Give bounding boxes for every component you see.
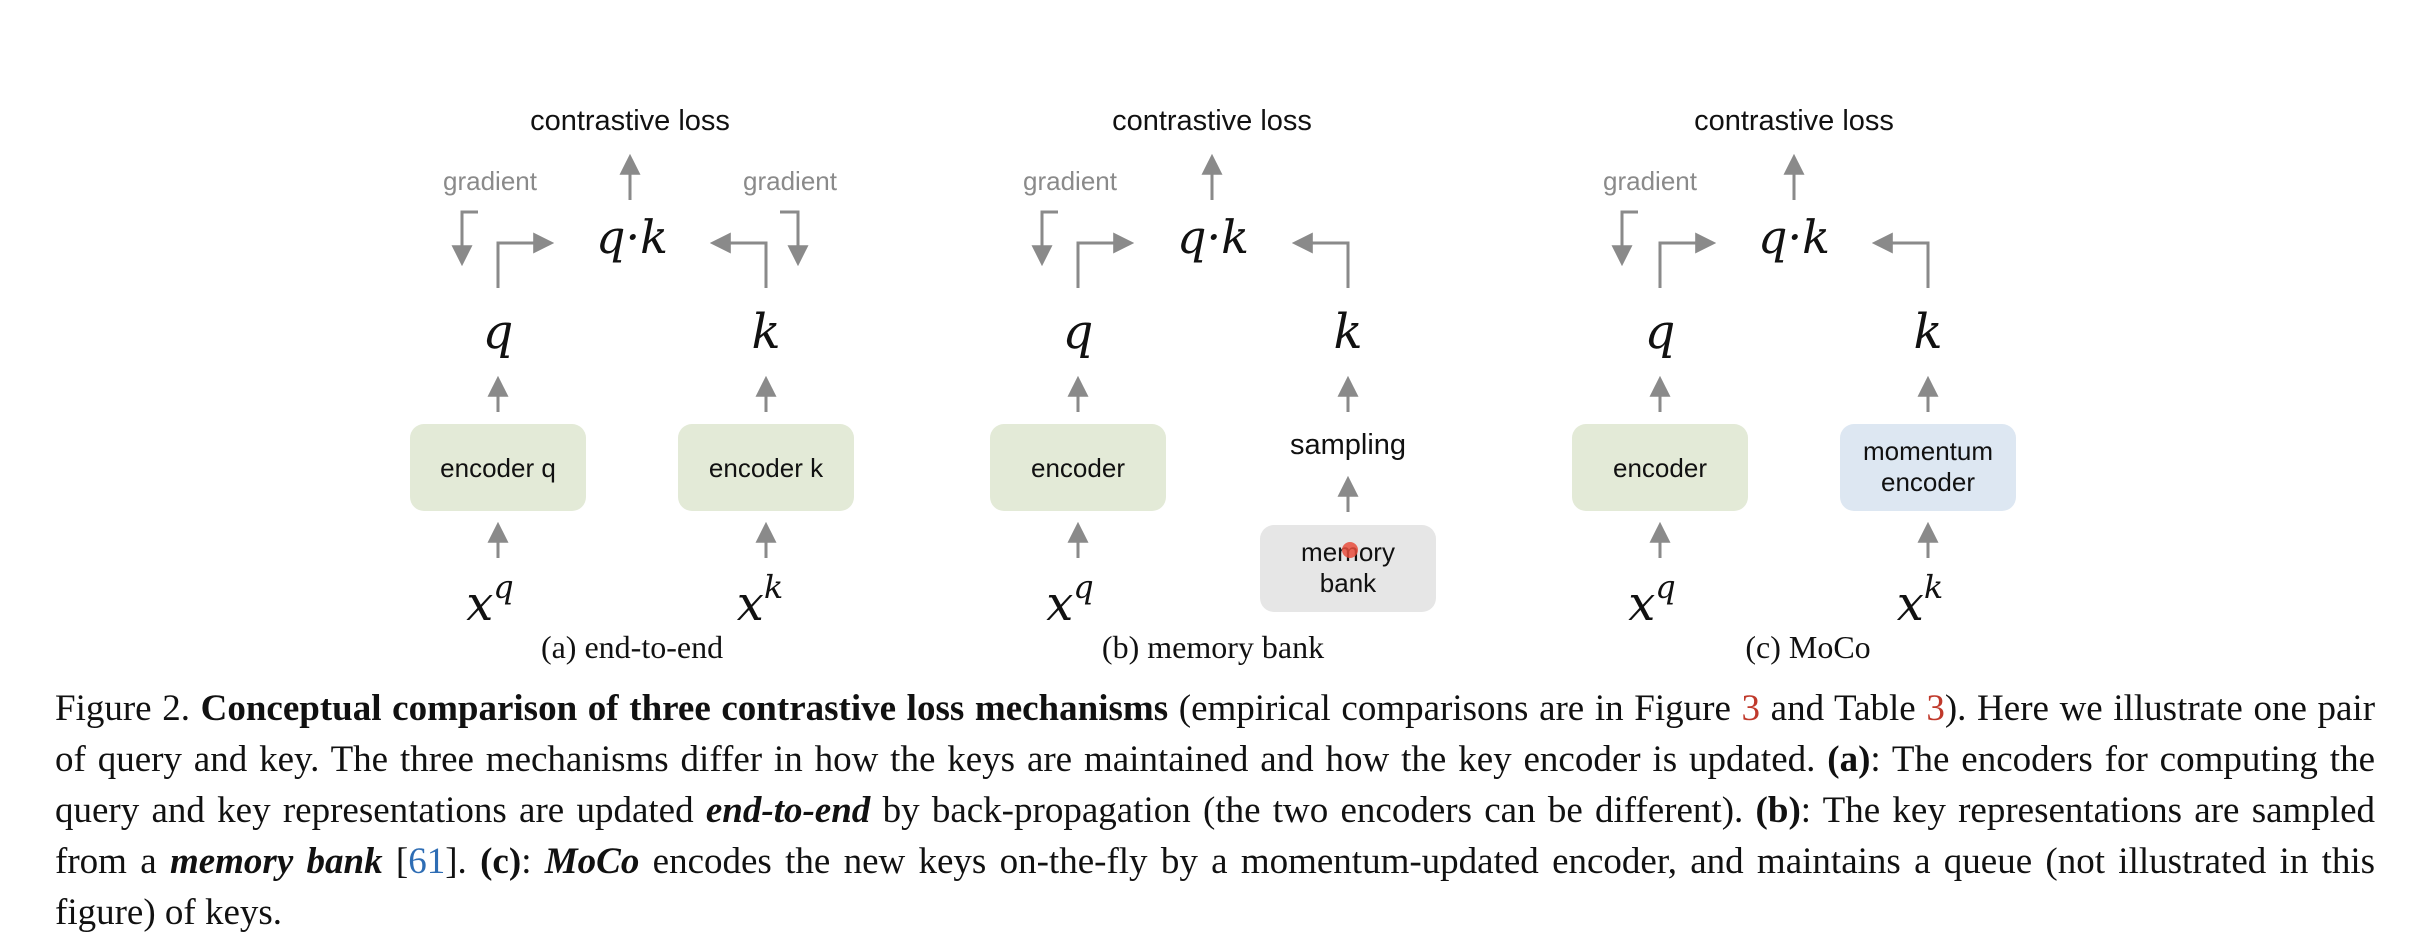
momentum-encoder-label-2: encoder [1881,467,1975,497]
contrastive-loss-label: contrastive loss [1694,105,1894,137]
panel-memory-bank: contrastive loss gradient q·k q k encode… [990,105,1436,665]
k-to-qk-arrow [709,232,768,288]
figure-caption: Figure 2. Conceptual comparison of three… [55,683,2375,938]
gradient-label-left: gradient [443,166,538,196]
caption-text: encodes the new keys on-the-fly by a mom… [55,841,2376,933]
query-symbol: q [1063,304,1094,360]
momentum-encoder-box [1840,424,2016,511]
table-reference-link[interactable]: 3 [1926,688,1945,729]
panel-caption: (c) MoCo [1745,629,1870,665]
gradient-label-left: gradient [1023,166,1118,196]
q-to-qk-arrow [1658,232,1717,288]
input-xk: xk [1897,568,1943,632]
gradient-arrow-left [451,210,478,267]
caption-end-to-end: end-to-end [705,790,871,831]
qk-product: q·k [596,210,668,264]
query-symbol: q [483,304,514,360]
encoder-q-label: encoder q [440,453,556,483]
input-xq: xq [1046,568,1094,632]
contrastive-loss-label: contrastive loss [1112,105,1312,137]
sampling-label: sampling [1290,429,1406,461]
caption-text: ). Here we illustrate one pair of query … [55,688,2376,780]
input-xq: xq [466,568,514,632]
encoder-box [990,424,1166,511]
figure-diagram: contrastive loss gradient gradient q·k q… [410,105,2016,665]
encoder-box [1572,424,1748,511]
gradient-arrow-left [1611,210,1638,267]
gradient-label-right: gradient [743,166,838,196]
caption-text: : The key representations are sampled fr… [55,790,2376,882]
encoder-k-label: encoder k [709,453,824,483]
key-symbol: k [751,304,780,360]
caption-moco: MoCo [544,841,640,882]
key-symbol: k [1333,304,1362,360]
caption-title: Conceptual comparison of three contrasti… [200,688,1169,729]
gradient-arrow-right [780,210,809,267]
caption-memory-bank: memory bank [169,841,383,882]
caption-text: [ [395,841,409,882]
q-to-qk-arrow [1076,232,1135,288]
caption-text: ]. [445,841,467,882]
caption-text: by back-propagation (the two encoders ca… [882,790,1744,831]
caption-text: and Table [1770,688,1916,729]
k-to-qk-arrow [1871,232,1930,288]
cursor-dot [1342,542,1358,558]
key-symbol: k [1913,304,1942,360]
encoder-k-box [678,424,854,511]
panel-caption: (a) end-to-end [541,629,723,665]
qk-product: q·k [1177,210,1249,264]
figure-label: Figure 2. [55,688,190,729]
caption-text: (empirical comparisons are in Figure [1178,688,1731,729]
caption-c-label: (c) [480,841,522,882]
q-to-qk-arrow [496,232,555,288]
panel-end-to-end: contrastive loss gradient gradient q·k q… [410,105,854,665]
encoder-label: encoder [1031,453,1125,483]
memory-bank-box [1260,525,1436,612]
momentum-encoder-label: momentum [1863,436,1993,466]
panel-moco: contrastive loss gradient q·k q k encode… [1572,105,2016,665]
panel-caption: (b) memory bank [1102,629,1324,665]
contrastive-loss-label: contrastive loss [530,105,730,137]
citation-link[interactable]: 61 [408,841,446,882]
gradient-label-left: gradient [1603,166,1698,196]
caption-text: : The encoders for computing the query a… [55,739,2375,831]
memory-bank-label-2: bank [1320,568,1377,598]
k-to-qk-arrow [1291,232,1350,288]
figure-reference-link[interactable]: 3 [1741,688,1761,729]
caption-a-label: (a) [1827,739,1871,780]
input-xk: xk [737,568,783,632]
input-xq: xq [1628,568,1676,632]
query-symbol: q [1645,304,1676,360]
encoder-label: encoder [1613,453,1707,483]
caption-b-label: (b) [1755,790,1801,831]
caption-text: : [521,841,532,882]
qk-product: q·k [1758,210,1830,264]
encoder-q-box [410,424,586,511]
gradient-arrow-left [1031,210,1058,267]
